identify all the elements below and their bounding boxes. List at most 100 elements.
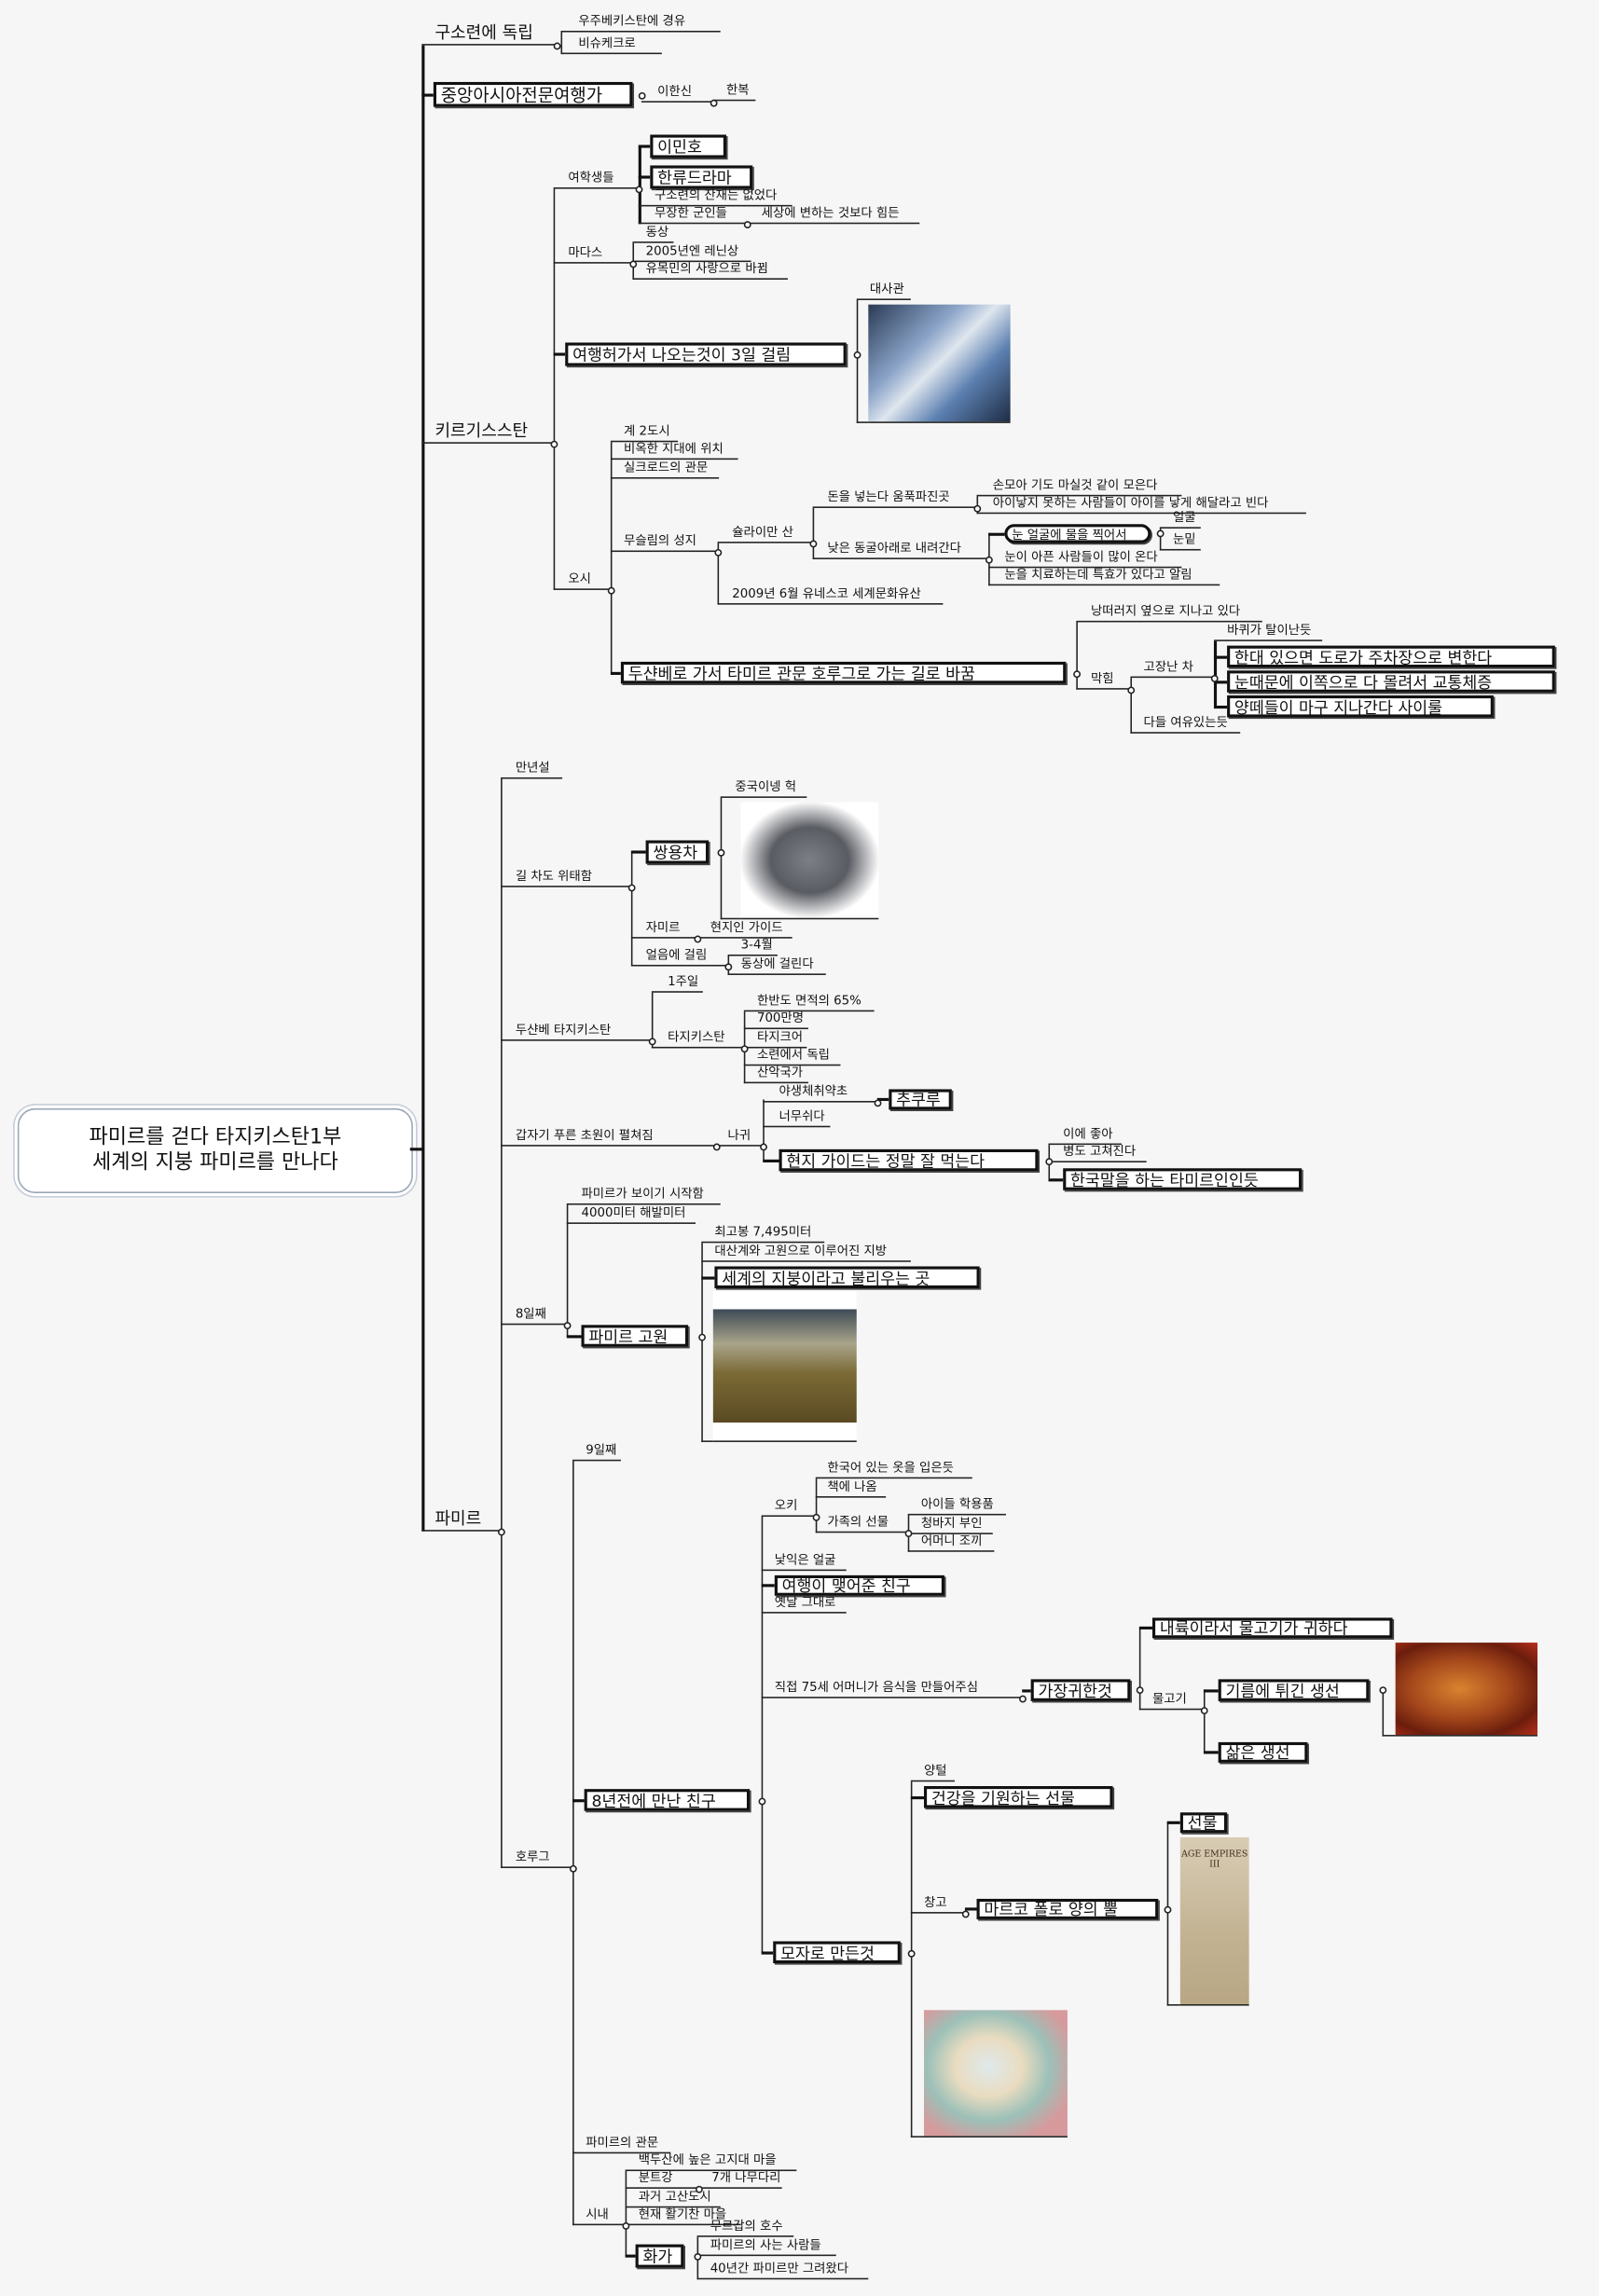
subtopic[interactable]: 9일째 (572, 1442, 621, 1462)
subtopic[interactable]: 눈밑 (1159, 531, 1201, 551)
subtopic[interactable]: 가족의 선물 (815, 1514, 908, 1533)
collapse-toggle-icon[interactable] (627, 883, 635, 891)
collapse-toggle-icon[interactable] (757, 1796, 765, 1805)
boxed-topic[interactable]: 양떼들이 마구 지나간다 사이룰 (1227, 694, 1494, 718)
collapse-toggle-icon[interactable] (961, 1909, 969, 1918)
boxed-topic[interactable]: 눈때문에 이쪽으로 다 몰려서 교통체증 (1227, 670, 1555, 693)
subtopic[interactable]: 7개 나무다리 (698, 2169, 782, 2189)
collapse-toggle-icon[interactable] (693, 2252, 701, 2261)
boxed-topic[interactable]: 중앙아시아전문여행가 (433, 81, 633, 107)
subtopic[interactable]: 소련에서 독립 (743, 1047, 841, 1066)
subtopic[interactable]: 파미르의 사는 사람들 (696, 2237, 836, 2257)
collapse-toggle-icon[interactable] (1155, 529, 1164, 537)
boxed-topic[interactable]: 화가 (635, 2244, 684, 2268)
subtopic[interactable]: 1주일 (651, 973, 703, 993)
boxed-topic[interactable]: 세계의 지붕이라고 불리우는 곳 (714, 1266, 980, 1289)
subtopic[interactable]: 파미르의 관문 (572, 2135, 671, 2154)
subtopic[interactable]: 유목민의 사랑으로 바뀜 (632, 261, 788, 280)
boxed-topic[interactable]: 쌍용차 (645, 840, 710, 864)
subtopic[interactable]: 2009년 6월 유네스코 세계문화유산 (717, 585, 944, 605)
subtopic[interactable]: 2005년엔 레닌상 (632, 243, 751, 263)
collapse-toggle-icon[interactable] (873, 1098, 881, 1107)
subtopic[interactable]: 구소련의 잔재는 없었다 (638, 187, 793, 207)
subtopic[interactable]: 자미르 (630, 919, 697, 939)
subtopic[interactable]: 과거 고산도시 (625, 2189, 721, 2208)
subtopic[interactable]: 현지인 가이드 (696, 919, 793, 939)
subtopic[interactable]: 파미르가 보이기 시작함 (566, 1186, 721, 1205)
subtopic[interactable]: 어머니 조끼 (907, 1533, 995, 1552)
collapse-toggle-icon[interactable] (562, 1321, 571, 1329)
collapse-toggle-icon[interactable] (724, 962, 732, 970)
collapse-toggle-icon[interactable] (1018, 1694, 1027, 1702)
collapse-toggle-icon[interactable] (713, 548, 722, 557)
collapse-toggle-icon[interactable] (808, 539, 817, 547)
collapse-toggle-icon[interactable] (634, 185, 642, 193)
collapse-toggle-icon[interactable] (1126, 685, 1135, 694)
boxed-topic[interactable]: 이민호 (650, 134, 726, 158)
subtopic[interactable]: 한복 (712, 82, 756, 102)
subtopic[interactable]: 낯익은 얼굴 (761, 1552, 847, 1572)
boxed-topic[interactable]: 현지 가이드는 정말 잘 먹는다 (779, 1148, 1039, 1172)
subtopic[interactable]: 물고기 (1138, 1691, 1204, 1711)
subtopic[interactable]: 산악국가 (743, 1065, 808, 1084)
subtopic[interactable]: 여학생들 (553, 170, 639, 189)
subtopic[interactable]: 최고봉 7,495미터 (701, 1224, 825, 1244)
collapse-toggle-icon[interactable] (606, 585, 614, 594)
subtopic[interactable]: 시내 (572, 2207, 626, 2226)
subtopic[interactable]: 창고 (910, 1894, 965, 1914)
subtopic[interactable]: 실크로드의 관문 (610, 460, 720, 479)
central-topic[interactable]: 파미르를 걷다 타지키스탄1부 세계의 지붕 파미르를 만나다 (17, 1107, 413, 1193)
subtopic[interactable]: 나귀 (715, 1127, 764, 1147)
boxed-topic[interactable]: 기름에 튀긴 생선 (1218, 1679, 1370, 1701)
subtopic[interactable]: 눈을 치료하는데 특효가 있다고 알림 (988, 567, 1220, 586)
boxed-topic[interactable]: 선물 (1179, 1812, 1228, 1834)
subtopic[interactable]: 얼음에 걸림 (630, 947, 728, 967)
collapse-toggle-icon[interactable] (985, 556, 993, 563)
subtopic[interactable]: 분트강 (625, 2169, 699, 2189)
subtopic[interactable]: 이한신 (641, 84, 713, 103)
subtopic[interactable]: 막힘 (1076, 670, 1131, 690)
subtopic[interactable]: 양털 (910, 1763, 955, 1782)
subtopic[interactable]: 백두산에 높은 고지대 마을 (625, 2152, 797, 2172)
subtopic[interactable]: 청바지 부인 (907, 1515, 993, 1534)
boxed-topic[interactable]: 삶은 생선 (1218, 1741, 1308, 1763)
subtopic[interactable]: 현재 활기찬 마을 (625, 2207, 741, 2226)
subtopic[interactable]: 우주베키스탄에 경유 (560, 13, 721, 33)
collapse-toggle-icon[interactable] (621, 2221, 629, 2230)
collapse-toggle-icon[interactable] (1200, 1706, 1207, 1714)
collapse-toggle-icon[interactable] (1378, 1685, 1386, 1694)
boxed-topic[interactable]: 여행이 맺어준 친구 (774, 1574, 944, 1596)
subtopic[interactable]: 호루그 (501, 1849, 573, 1868)
collapse-toggle-icon[interactable] (1210, 674, 1218, 682)
collapse-toggle-icon[interactable] (693, 934, 701, 942)
subtopic[interactable]: 타지크어 (743, 1029, 807, 1049)
subtopic[interactable]: 다들 여유있는듯 (1130, 714, 1241, 734)
subtopic[interactable]: 비슈케크로 (560, 35, 662, 55)
subtopic[interactable]: 갑자기 푸른 초원이 펼쳐짐 (501, 1127, 716, 1147)
collapse-toggle-icon[interactable] (697, 1332, 706, 1340)
subtopic[interactable]: 마다스 (553, 244, 633, 264)
boxed-topic[interactable]: 한대 있으면 도로가 주차장으로 변한다 (1227, 645, 1555, 668)
collapse-toggle-icon[interactable] (972, 504, 981, 512)
boxed-topic[interactable]: 여행허가서 나오는것이 3일 걸림 (565, 342, 847, 366)
subtopic[interactable]: 낮은 동굴아래로 내려간다 (812, 541, 989, 559)
subtopic[interactable]: 야생체취약초 (763, 1083, 877, 1103)
subtopic[interactable]: 타지키스탄 (651, 1029, 744, 1049)
subtopic[interactable]: 낭떠러지 옆으로 지나고 있다 (1076, 603, 1262, 623)
boxed-topic[interactable]: 모자로 만든것 (773, 1941, 901, 1964)
collapse-toggle-icon[interactable] (716, 848, 724, 856)
subtopic[interactable]: 동상 (632, 224, 674, 243)
boxed-topic[interactable]: 내륙이라서 물고기가 귀하다 (1151, 1617, 1393, 1639)
collapse-toggle-icon[interactable] (709, 99, 717, 106)
subtopic[interactable]: 아이낳지 못하는 사람들이 아이를 낳게 해달라고 빈다 (976, 495, 1306, 515)
collapse-toggle-icon[interactable] (628, 259, 637, 268)
subtopic[interactable]: 두샨베 타지키스탄 (501, 1022, 652, 1041)
collapse-toggle-icon[interactable] (903, 1529, 912, 1537)
main-topic[interactable]: 파미르 (421, 1508, 502, 1532)
subtopic[interactable]: 오시 (553, 571, 611, 590)
collapse-toggle-icon[interactable] (743, 220, 751, 228)
boxed-topic[interactable]: 두샨베로 가서 타미르 관문 호루그로 가는 길로 바꿈 (620, 661, 1067, 684)
collapse-toggle-icon[interactable] (811, 1513, 820, 1520)
boxed-topic[interactable]: 파미르 고원 (581, 1325, 689, 1347)
collapse-toggle-icon[interactable] (852, 351, 861, 358)
